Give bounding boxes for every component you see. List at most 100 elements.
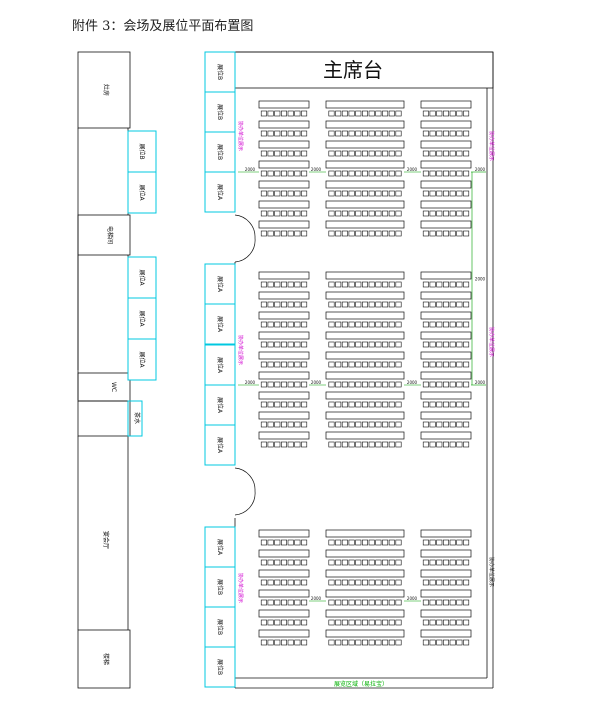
- hall-booth-4-label: 展位A: [216, 184, 224, 201]
- hall-booth-4: 展位A: [204, 171, 236, 213]
- rear-row1-col1: [258, 529, 310, 546]
- seating-area: [258, 100, 472, 646]
- rear-row6-col1: [258, 629, 310, 646]
- left-booth-1-label: 展位B: [138, 143, 146, 159]
- dim-vertical: 2000: [471, 172, 486, 385]
- hall-booth-8-label: 展位A: [216, 397, 224, 414]
- sponsor-label-left-2: 协办单位展示: [237, 335, 244, 365]
- dim-top-1-value: 2000: [245, 167, 256, 172]
- tea-label: 茶水: [133, 412, 141, 424]
- rear-row5-col1: [258, 609, 310, 626]
- middle-row2-col3: [420, 291, 472, 308]
- door-upper: [234, 214, 256, 239]
- sponsor-label-right-2: 协办单位展示: [488, 327, 495, 357]
- left-booth-5: 展位A: [127, 338, 157, 381]
- dim-bot-2: 2000: [404, 596, 421, 602]
- middle-row9-col3: [420, 431, 472, 448]
- page-title: 附件 3：会场及展位平面布置图: [72, 19, 254, 34]
- middle-row8-col2: [325, 411, 405, 428]
- rear-row6-col3: [420, 629, 472, 646]
- middle-row8-col3: [420, 411, 472, 428]
- middle-row4-col1: [258, 331, 310, 348]
- sponsor-label-left-1: 协办单位展示: [237, 121, 244, 151]
- front-row7-col3: [420, 220, 472, 237]
- stage-label: 主席台: [323, 58, 383, 82]
- front-row5-col1: [258, 180, 310, 197]
- dim-top-4: 2000: [471, 167, 486, 173]
- hall-booth-1-label: 展位B: [216, 64, 224, 80]
- front-row2-col1: [258, 120, 310, 137]
- dim-mid-4-value: 2000: [475, 380, 486, 385]
- hall-booth-6: 展位A: [204, 303, 236, 345]
- left-booth-5-label: 展位A: [138, 351, 146, 368]
- sponsor-label-right-1: 协办单位展示: [488, 131, 495, 161]
- dim-mid-3-value: 2000: [407, 380, 418, 385]
- middle-row5-col3: [420, 351, 472, 368]
- left-booth-3: 展位A: [127, 256, 157, 299]
- middle-row1-col2: [325, 271, 405, 288]
- left-booth-4: 展位A: [127, 297, 157, 340]
- dimension-marks: 2000 2000 2000 2000 2000 2000 2000 2000 2000 2000…: [238, 167, 486, 602]
- dim-mid-1: 2000: [238, 380, 259, 386]
- hall-booth-9-label: 展位A: [216, 437, 224, 454]
- wc-label: WC: [110, 382, 117, 392]
- hall-booth-1: 展位B: [204, 51, 236, 93]
- rear-row4-col1: [258, 589, 310, 606]
- middle-row6-col2: [325, 371, 405, 388]
- left-booth-4-label: 展位A: [138, 310, 146, 327]
- dim-mid-1-value: 2000: [245, 380, 256, 385]
- front-row6-col3: [420, 200, 472, 217]
- left-booth-2-label: 展位A: [138, 184, 146, 201]
- middle-row4-col2: [325, 331, 405, 348]
- front-row3-col3: [420, 140, 472, 157]
- left-booth-3-label: 展位A: [138, 269, 146, 286]
- kitchen-room: [77, 51, 131, 129]
- exhibition-zone-label: 展览区域（易拉宝）: [334, 680, 388, 688]
- left-booth-2: 展位A: [127, 171, 157, 214]
- rear-row1-col3: [420, 529, 472, 546]
- front-row3-col2: [325, 140, 405, 157]
- wc-room: [77, 372, 131, 402]
- left-wing: [77, 51, 131, 689]
- sponsor-label-right-3: 协办单位展示: [488, 557, 495, 587]
- dim-top-3: 2000: [404, 167, 421, 173]
- front-row2-col3: [420, 120, 472, 137]
- rear-row5-col3: [420, 609, 472, 626]
- sponsor-label-left-3: 协办单位展示: [237, 573, 244, 603]
- front-row1-col3: [420, 100, 472, 117]
- dim-top-2: 2000: [309, 167, 326, 173]
- front-row4-col2: [325, 160, 405, 177]
- dim-top-3-value: 2000: [407, 167, 418, 172]
- tea-room: [77, 400, 131, 437]
- front-row6-col2: [325, 200, 405, 217]
- middle-row7-col3: [420, 391, 472, 408]
- middle-row4-col3: [420, 331, 472, 348]
- rear-row1-col2: [325, 529, 405, 546]
- middle-row6-col1: [258, 371, 310, 388]
- middle-row3-col1: [258, 311, 310, 328]
- middle-row3-col2: [325, 311, 405, 328]
- middle-row6-col3: [420, 371, 472, 388]
- rear-row3-col1: [258, 569, 310, 586]
- rear-row4-col3: [420, 589, 472, 606]
- hall-booth-6-label: 展位A: [216, 316, 224, 333]
- dim-top-4-value: 2000: [475, 167, 486, 172]
- dim-top-2-value: 2000: [311, 167, 322, 172]
- left-booth-1: 展位B: [127, 130, 157, 173]
- stairs-room: [77, 629, 131, 689]
- dim-mid-3: 2000: [404, 380, 421, 386]
- rear-row3-col3: [420, 569, 472, 586]
- dim-bot-1: 2000: [309, 596, 326, 602]
- tea-booth-frame: [127, 400, 143, 437]
- front-row7-col1: [258, 220, 310, 237]
- stairs-label: 楼梯: [102, 653, 110, 665]
- dim-mid-2-value: 2000: [311, 380, 322, 385]
- middle-row5-col1: [258, 351, 310, 368]
- front-row4-col3: [420, 160, 472, 177]
- middle-row8-col1: [258, 411, 310, 428]
- doors: [234, 214, 256, 516]
- hall-booth-2: 展位B: [204, 91, 236, 133]
- hall-booth-11-label: 展位B: [216, 579, 224, 595]
